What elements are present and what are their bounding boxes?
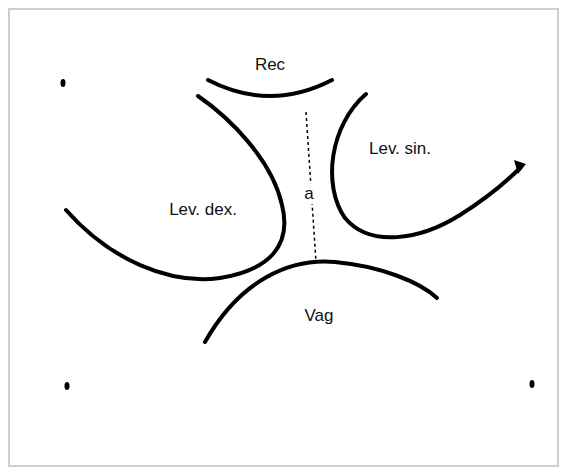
vagina-outline xyxy=(205,262,437,342)
corner-dot xyxy=(530,380,535,388)
muscle-label: Lev. sin. xyxy=(367,139,433,159)
organ-label: Rec xyxy=(253,55,287,75)
corner-dot xyxy=(65,382,70,390)
organ-label: Vag xyxy=(303,306,336,326)
muscle-label: Lev. dex. xyxy=(167,200,239,220)
distance-label: a xyxy=(302,184,315,204)
levator-left-outline xyxy=(332,94,520,237)
frame-border xyxy=(9,9,558,466)
levator-right-outline xyxy=(66,96,284,279)
outline-end-mark xyxy=(514,160,526,174)
rectum-outline xyxy=(208,80,332,96)
corner-dot xyxy=(61,79,66,87)
